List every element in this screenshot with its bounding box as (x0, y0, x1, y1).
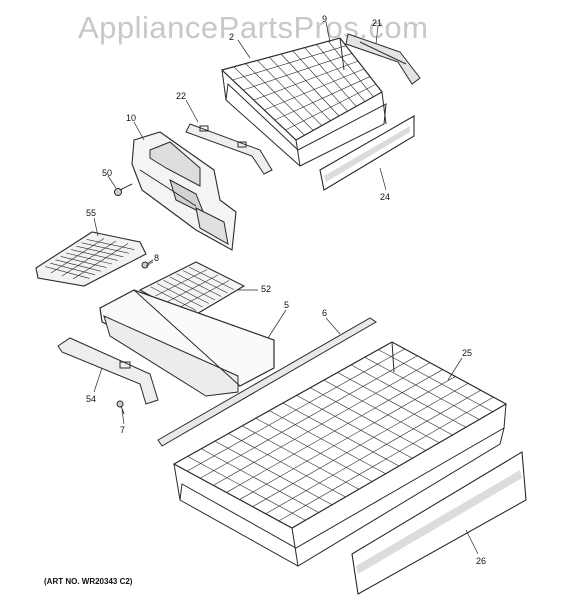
upper-slide-rail (185, 123, 273, 175)
screw-8 (141, 259, 154, 269)
wire (304, 47, 357, 107)
leader-lines (93, 21, 479, 555)
wire (323, 379, 440, 444)
wire (233, 66, 305, 136)
callout-8: 8 (154, 253, 160, 263)
lower-wire-basket (172, 341, 508, 567)
wire (350, 364, 467, 428)
wire (280, 53, 340, 117)
upper-wire-basket (220, 37, 387, 167)
art-number-note: (ART NO. WR20343 C2) (44, 577, 133, 586)
wire (296, 395, 413, 459)
wire (252, 383, 469, 507)
wire (50, 238, 105, 274)
callout-5: 5 (284, 300, 290, 310)
wire (178, 280, 230, 309)
wire (316, 44, 366, 102)
callout-21: 21 (372, 18, 383, 28)
small-slide-shelf (35, 231, 147, 287)
callout-9: 9 (322, 14, 328, 24)
callout-7: 7 (120, 425, 126, 435)
wire (327, 41, 374, 97)
left-pan-rail (57, 337, 159, 405)
wire (155, 269, 208, 297)
wire (239, 376, 456, 500)
callout-22: 22 (176, 91, 187, 101)
wire (228, 433, 346, 498)
wire (378, 349, 493, 413)
wire (214, 440, 333, 506)
callout-24: 24 (380, 192, 391, 202)
wire (269, 410, 386, 475)
wire (232, 45, 347, 81)
wire (166, 274, 219, 303)
wire (268, 56, 331, 122)
wire (186, 348, 405, 472)
upper-basket-slide-bracket (345, 33, 421, 85)
wire (61, 240, 117, 277)
callout-52: 52 (261, 284, 272, 294)
screw-50 (114, 183, 133, 196)
wire (226, 369, 443, 493)
wire (285, 84, 377, 131)
callout-6: 6 (322, 308, 328, 318)
wire (201, 448, 319, 513)
wire (213, 362, 431, 486)
wire (278, 396, 494, 522)
wire (282, 402, 400, 467)
callout-25: 25 (462, 348, 473, 358)
wire (187, 456, 306, 521)
center-bracket-assembly (131, 131, 237, 251)
wire (241, 425, 360, 490)
screw-7 (116, 400, 125, 415)
wire (264, 68, 365, 111)
callout-55: 55 (86, 208, 97, 218)
watermark-text: AppliancePartsPros.com (78, 10, 429, 45)
wire (310, 387, 426, 451)
snack-pan (99, 289, 275, 397)
wire (253, 60, 359, 101)
lower-slide-rail (157, 317, 377, 447)
wire (292, 50, 348, 112)
callout-2: 2 (229, 32, 235, 42)
wire (200, 355, 418, 479)
callout-50: 50 (102, 168, 113, 178)
wire (364, 356, 480, 420)
wire (274, 76, 371, 121)
callout-10: 10 (126, 113, 137, 123)
wire (265, 389, 481, 515)
wire (255, 417, 373, 482)
callout-54: 54 (86, 394, 97, 404)
wire (245, 63, 314, 131)
wire (72, 243, 129, 280)
callout-26: 26 (476, 556, 487, 566)
wire (337, 372, 453, 436)
upper-basket-front-cover (319, 115, 415, 191)
wire (257, 60, 323, 126)
wire (243, 53, 353, 91)
lower-basket-front-cover (351, 451, 527, 595)
